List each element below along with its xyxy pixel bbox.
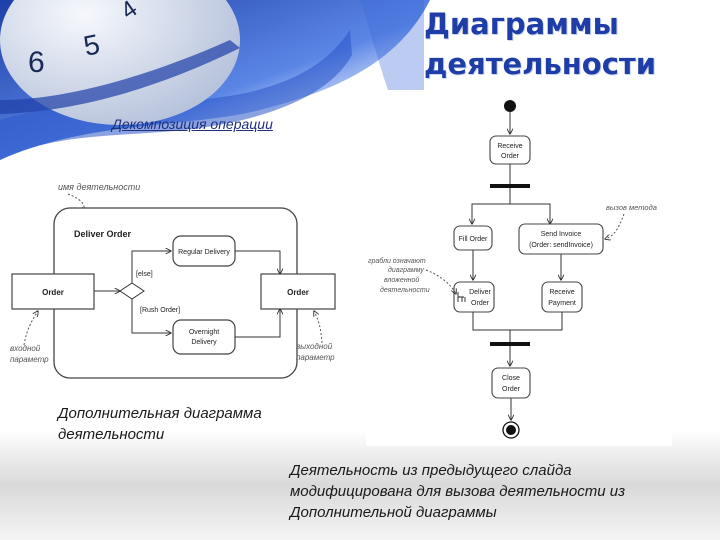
receive-payment-label-2: Payment [548, 300, 576, 307]
output-parameter-node [260, 273, 336, 310]
activity-title: Deliver Order [74, 229, 132, 239]
input-parameter-note-2: параметр [10, 355, 49, 364]
overnight-delivery-action [172, 319, 236, 355]
regular-delivery-label: Regular Delivery [178, 249, 230, 256]
receive-payment-label-1: Receive [549, 289, 574, 296]
right-activity-diagram: Receive Order Fill Order Send Invoice (O… [368, 100, 657, 439]
right-caption-line-3: Дополнительной диаграммы [290, 504, 497, 521]
guard-rush-order: [Rush Order] [140, 307, 180, 314]
send-invoice-label-1: Send Invoice [541, 231, 582, 238]
left-diagram-panel: имя деятельности Deliver Order Order Ord… [8, 173, 338, 393]
output-parameter-note-1: выходной [296, 342, 333, 351]
input-parameter-note-1: входной [10, 344, 41, 353]
input-parameter-label: Order [42, 288, 64, 297]
right-caption: Деятельность из предыдущего слайда модиф… [290, 460, 710, 523]
initial-node [504, 100, 516, 112]
receive-payment-action [541, 281, 583, 313]
fill-order-label: Fill Order [459, 236, 488, 243]
final-node-inner [506, 425, 516, 435]
right-diagram-panel: Receive Order Fill Order Send Invoice (O… [366, 90, 672, 446]
slide-subtitle: Декомпозиция операции [112, 116, 273, 132]
close-order-label-2: Order [502, 386, 521, 393]
title-line-2: деятельности [424, 47, 657, 81]
input-parameter-node [11, 273, 95, 310]
deliver-order-label-2: Order [471, 300, 490, 307]
right-caption-line-2: модифицирована для вызова деятельности и… [290, 483, 626, 500]
rake-icon [457, 292, 466, 302]
left-caption-line-1: Дополнительная диаграмма [58, 405, 262, 422]
receive-order-label-2: Order [501, 153, 520, 160]
svg-text:5: 5 [81, 28, 103, 62]
fork-bar [490, 184, 530, 188]
send-invoice-label-2: (Order: sendInvoice) [529, 242, 593, 249]
guard-else: [else] [136, 271, 153, 278]
method-call-note: вызов метода [606, 203, 657, 212]
slide-title: Диаграммы деятельности [424, 4, 714, 84]
join-bar [490, 342, 530, 346]
overnight-delivery-label-1: Overnight [189, 329, 219, 336]
send-invoice-action [518, 223, 604, 255]
close-order-label-1: Close [502, 375, 520, 382]
rake-note-3: вложенной [384, 276, 419, 284]
receive-order-label-1: Receive [497, 143, 522, 150]
overnight-delivery-label-2: Delivery [191, 339, 217, 346]
deliver-order-action [453, 281, 495, 313]
rake-note-2: диаграмму [388, 266, 424, 274]
rake-note-4: деятельности [380, 286, 430, 294]
left-caption-line-2: деятельности [58, 426, 165, 443]
svg-text:6: 6 [28, 46, 45, 79]
activity-name-note: имя деятельности [58, 182, 140, 192]
left-activity-diagram: имя деятельности Deliver Order Order Ord… [10, 182, 336, 379]
output-parameter-label: Order [287, 288, 309, 297]
deliver-order-label-1: Deliver [469, 289, 491, 296]
right-caption-line-1: Деятельность из предыдущего слайда [290, 462, 572, 479]
rake-note-1: грабли означают [368, 257, 426, 265]
left-caption: Дополнительная диаграмма деятельности [58, 403, 338, 445]
clock-face-icon [0, 0, 240, 125]
close-order-action [491, 367, 531, 399]
title-line-1: Диаграммы [424, 7, 619, 41]
output-parameter-note-2: параметр [296, 353, 335, 362]
